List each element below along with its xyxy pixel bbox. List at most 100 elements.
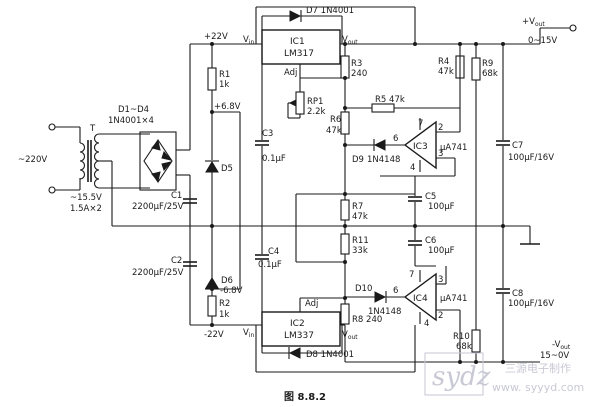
bridge-part: 1N4001×4	[108, 116, 154, 126]
c6-label: C6	[425, 236, 436, 246]
d8-label: D8 1N4001	[306, 350, 354, 360]
rail-neg-22v: -22V	[204, 330, 224, 340]
capacitor-c5: C5 100μF	[408, 176, 455, 226]
watermark: sydz 三源电子制作 www. syyyd.com	[424, 352, 584, 396]
resistor-r5: R5 47k	[345, 95, 460, 113]
vout-pos-range: 0~15V	[528, 36, 557, 46]
capacitor-c4: C4 0.1μF	[255, 226, 282, 325]
ic4-label: IC4	[413, 294, 428, 304]
secondary-rating: 1.5A×2	[70, 204, 102, 214]
resistor-r2: R2 1k	[207, 295, 230, 325]
svg-text:2: 2	[438, 123, 443, 133]
opamp-ic3: IC3 μA741 2 3 6 7 4	[393, 118, 467, 173]
c1-value: 2200μF/25V	[132, 202, 184, 212]
ic3-part: μA741	[440, 143, 467, 153]
transformer-label: T	[89, 124, 96, 134]
ic2-vin: Vin	[243, 328, 254, 339]
d10-label: D10	[355, 284, 372, 294]
c7-value: 100μF/16V	[508, 153, 554, 163]
r11-label: R11	[352, 236, 369, 246]
svg-text:7: 7	[409, 270, 414, 280]
regulator-ic1: IC1 LM317 Vin Vout Adj	[243, 29, 358, 78]
vout-neg-range: 15~0V	[540, 351, 569, 361]
rp1-label: RP1	[307, 97, 323, 107]
r4-label: R4	[438, 57, 449, 67]
capacitor-c1: C1 2200μF/25V	[132, 190, 197, 226]
ic1-vin: Vin	[243, 35, 254, 46]
c3-value: 0.1μF	[262, 154, 286, 164]
capacitor-c8: C8 100μF/16V	[496, 226, 554, 362]
r10-label: R10	[453, 332, 470, 342]
ref-pos-6v8: +6.8V	[214, 102, 241, 112]
r2-value: 1k	[219, 310, 229, 320]
d7-label: D7 1N4001	[306, 6, 354, 16]
resistor-r9: R9 68k	[471, 44, 498, 330]
bridge-rectifier: D1~D4 1N4001×4	[108, 44, 191, 325]
svg-text:7: 7	[418, 119, 423, 129]
watermark-text1: 三源电子制作	[505, 361, 571, 375]
d10-value: 1N4148	[368, 307, 401, 317]
resistor-r4: R4 47k	[438, 55, 465, 79]
svg-text:4: 4	[424, 319, 429, 329]
figure-title: 图 8.8.2	[284, 391, 326, 403]
r10-value: 68k	[456, 342, 472, 352]
resistor-r3: R3 240	[340, 44, 367, 79]
r4-value: 47k	[438, 67, 454, 77]
r9-label: R9	[482, 59, 493, 69]
r6-label: R6	[330, 115, 341, 125]
r3-value: 240	[351, 69, 367, 79]
svg-text:6: 6	[393, 134, 398, 144]
c7-label: C7	[512, 141, 523, 151]
d9-value: 1N4148	[367, 155, 400, 165]
svg-text:2: 2	[438, 311, 443, 321]
r2-label: R2	[219, 299, 230, 309]
resistor-r6: R6 47k	[326, 78, 350, 194]
r9-value: 68k	[482, 69, 498, 79]
ref-neg-6v8: -6.8V	[220, 286, 243, 296]
ac-input-voltage: ~220V	[18, 155, 47, 165]
vout-neg-label: -Vout	[552, 340, 571, 351]
r7-label: R7	[352, 202, 363, 212]
transformer-t: T ~15.5V 1.5A×2	[70, 124, 150, 226]
watermark-logo: sydz	[432, 362, 491, 392]
zener-d5: D5	[205, 160, 233, 226]
r5-label: R5 47k	[375, 95, 405, 105]
secondary-voltage: ~15.5V	[70, 193, 102, 203]
ic2-part: LM337	[284, 331, 314, 341]
diode-d8: D8 1N4001	[261, 325, 354, 360]
d6-label: D6	[221, 276, 233, 286]
watermark-text2: www. syyyd.com	[492, 381, 584, 394]
resistor-r7: R7 47k	[340, 194, 368, 226]
ic1-part: LM317	[284, 49, 314, 59]
c2-value: 2200μF/25V	[132, 268, 184, 278]
c8-label: C8	[512, 289, 523, 299]
ac-input: ~220V	[18, 123, 81, 194]
svg-text:3: 3	[438, 275, 443, 285]
resistor-r11: R11 33k	[340, 226, 369, 262]
potentiometer-rp1: RP1 2.2k	[287, 78, 326, 119]
c3-label: C3	[262, 129, 273, 139]
c8-value: 100μF/16V	[508, 299, 554, 309]
r6-value: 47k	[326, 126, 342, 136]
c4-value: 0.1μF	[258, 260, 282, 270]
d5-label: D5	[221, 164, 233, 174]
r1-label: R1	[219, 70, 230, 80]
capacitor-c2: C2 2200μF/25V	[132, 256, 197, 278]
r11-value: 33k	[352, 246, 368, 256]
ic2-label: IC2	[290, 319, 305, 329]
opamp-ic4: IC4 μA741 3 2 6 7 4	[393, 270, 467, 329]
d9-label: D9	[352, 155, 364, 165]
c6-value: 100μF	[428, 246, 455, 256]
diode-d10: D10 1N4148	[345, 284, 405, 317]
c4-label: C4	[268, 247, 279, 257]
r7-value: 47k	[352, 212, 368, 222]
r1-value: 1k	[219, 80, 229, 90]
svg-text:6: 6	[393, 286, 398, 296]
ic2-vout: Vout	[342, 330, 358, 341]
svg-text:4: 4	[410, 163, 415, 173]
ic1-adj: Adj	[284, 68, 297, 78]
zener-d6: D6 -6.8V	[205, 226, 243, 296]
capacitor-c3: C3 0.1μF	[255, 44, 286, 226]
